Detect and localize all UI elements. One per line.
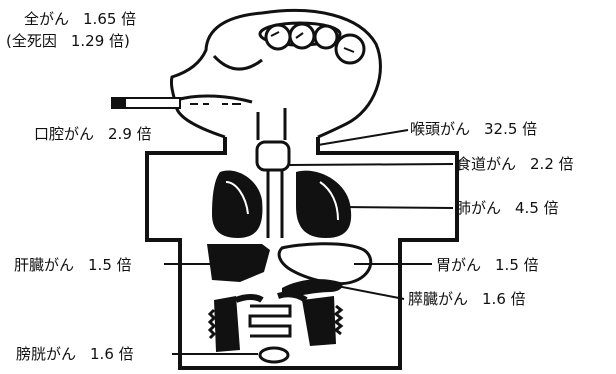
lung-cancer-name: 肺がん — [456, 199, 502, 217]
total-cancer-name: 全がん — [24, 10, 70, 28]
bladder-cancer-value: 1.6 倍 — [90, 345, 134, 363]
oral-cancer-label: 口腔がん 2.9 倍 — [34, 125, 152, 143]
stomach-cancer-value: 1.5 倍 — [495, 256, 539, 274]
liver-cancer-label: 肝臓がん 1.5 倍 — [14, 256, 132, 274]
mouth — [175, 94, 253, 104]
bladder-cancer-name: 膀胱がん — [16, 345, 77, 363]
lung-right — [296, 170, 352, 238]
leader-esophagus — [288, 163, 454, 166]
leader-lung — [339, 206, 454, 209]
total-cancer-label: 全がん 1.65 倍 — [24, 10, 136, 28]
brain — [258, 21, 366, 65]
larynx-shape — [255, 140, 291, 172]
leader-pancreas — [331, 284, 405, 300]
larynx-cancer-value: 32.5 倍 — [484, 120, 538, 138]
pancreas-cancer-label: 膵臓がん 1.6 倍 — [408, 290, 526, 308]
stomach-cancer-label: 胃がん 1.5 倍 — [436, 256, 539, 274]
oral-cancer-value: 2.9 倍 — [108, 125, 152, 143]
liver-shape — [207, 244, 270, 282]
intestines — [207, 291, 344, 352]
liver-cancer-name: 肝臓がん — [14, 256, 75, 274]
esophagus-cancer-name: 食道がん — [456, 155, 517, 173]
esophagus-cancer-label: 食道がん 2.2 倍 — [456, 155, 574, 173]
pancreas-cancer-name: 膵臓がん — [408, 290, 469, 308]
throat — [256, 108, 287, 140]
pancreas-shape — [282, 279, 343, 297]
leader-larynx — [317, 129, 409, 146]
esophagus-shape — [266, 170, 284, 238]
bladder-cancer-label: 膀胱がん 1.6 倍 — [16, 345, 134, 363]
stomach-shape — [277, 242, 373, 286]
cigarette — [111, 97, 181, 109]
lung-left — [212, 170, 263, 238]
oral-cancer-name: 口腔がん — [34, 125, 95, 143]
stomach-cancer-name: 胃がん — [436, 256, 482, 274]
larynx-cancer-label: 喉頭がん 32.5 倍 — [410, 120, 537, 138]
lung-cancer-value: 4.5 倍 — [515, 199, 559, 217]
esophagus-cancer-value: 2.2 倍 — [530, 155, 574, 173]
all-cause-name: (全死因 — [6, 32, 57, 50]
liver-cancer-value: 1.5 倍 — [88, 256, 132, 274]
all-cause-value: 1.29 倍) — [70, 32, 130, 50]
total-cancer-value: 1.65 倍 — [83, 10, 137, 28]
torso-outline — [145, 137, 459, 370]
bladder-shape — [258, 346, 290, 364]
all-cause-label: (全死因 1.29 倍) — [6, 32, 130, 50]
pancreas-cancer-value: 1.6 倍 — [482, 290, 526, 308]
lung-cancer-label: 肺がん 4.5 倍 — [456, 199, 559, 217]
eye — [212, 54, 263, 71]
larynx-cancer-name: 喉頭がん — [410, 120, 471, 138]
